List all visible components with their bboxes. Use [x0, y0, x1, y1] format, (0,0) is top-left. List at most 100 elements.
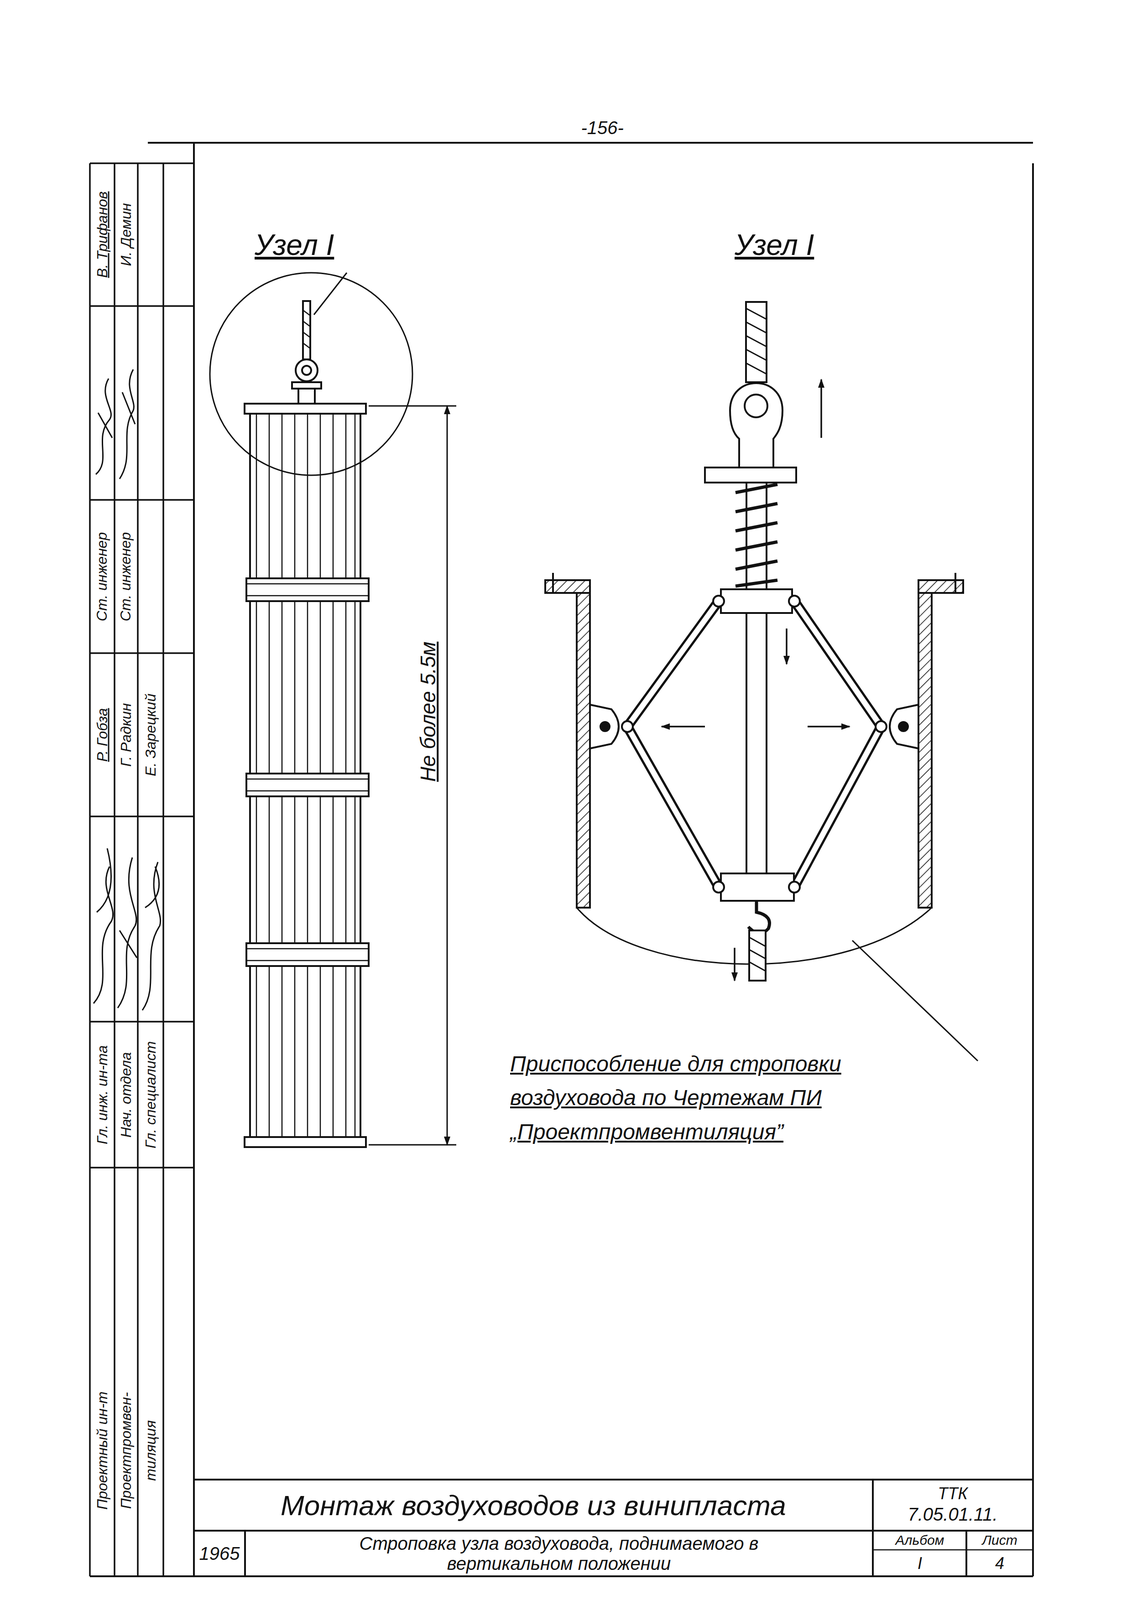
detail-title: Узел I	[734, 228, 814, 263]
lifting-device	[730, 383, 783, 468]
dimension-line	[368, 406, 457, 1146]
document-code: ТТК	[938, 1484, 968, 1504]
title-block	[244, 1531, 246, 1577]
duct-wall	[918, 593, 932, 908]
duct-assembly	[244, 403, 366, 414]
sheet-frame	[147, 141, 1033, 144]
side-stamp	[89, 305, 194, 308]
lifting-device	[745, 302, 767, 383]
lifting-device	[627, 726, 719, 888]
table-header: Лист	[982, 1533, 1018, 1550]
duct-assembly	[302, 310, 311, 349]
stamp-organization: Проектпромвен-	[117, 1392, 135, 1510]
stamp-position: Ст. инженер	[117, 532, 135, 622]
duct-assembly	[302, 365, 312, 376]
title-block	[193, 1479, 1033, 1482]
duct-assembly	[292, 382, 322, 389]
duct-wall	[545, 580, 590, 594]
lifting-device	[720, 873, 794, 902]
duct-assembly	[244, 301, 369, 1148]
leader-line	[852, 940, 978, 1062]
title-block	[193, 1480, 1033, 1577]
force-arrow	[820, 379, 823, 439]
force-arrow	[807, 725, 850, 728]
lifting-device	[744, 394, 768, 418]
signatures	[117, 857, 137, 1009]
lifting-device	[746, 482, 767, 874]
duct-assembly	[246, 778, 369, 781]
side-stamp	[89, 1021, 194, 1023]
stamp-position: Гл. инж. ин-та	[93, 1045, 111, 1145]
lifting-device	[749, 930, 766, 981]
side-stamp	[89, 163, 194, 1577]
document-code: 7.05.01.11.	[907, 1504, 998, 1526]
duct-assembly	[298, 387, 315, 404]
lifting-device	[889, 704, 919, 749]
title-block	[193, 1530, 1033, 1533]
stamp-name: И. Демин	[117, 203, 135, 267]
lifting-device	[589, 704, 619, 749]
lifting-device	[627, 601, 882, 888]
title-block	[871, 1480, 874, 1577]
sheet-frame	[89, 1575, 1033, 1578]
side-stamp	[89, 162, 194, 165]
table-header: Альбом	[895, 1533, 945, 1550]
side-stamp	[89, 815, 194, 818]
lifting-device	[704, 467, 797, 483]
signatures	[93, 369, 161, 1011]
side-stamp	[89, 1167, 194, 1169]
lifting-device	[749, 937, 766, 972]
duct-assembly	[246, 578, 369, 602]
lifting-device	[713, 595, 725, 607]
callout-note: Приспособление для строповки воздуховода…	[510, 1047, 889, 1150]
duct-assembly	[246, 790, 369, 793]
title-block	[872, 1549, 1033, 1552]
duct-wall	[954, 573, 957, 594]
duct-assembly	[295, 359, 318, 382]
force-arrow	[785, 628, 788, 665]
drawing-title: Монтаж воздуховодов из винипласта	[280, 1489, 787, 1523]
force-arrow	[733, 948, 736, 981]
lifting-device	[875, 721, 887, 733]
lifting-device	[794, 601, 882, 727]
dimension-line	[368, 1144, 457, 1147]
duct-wall	[576, 593, 590, 908]
sheet-title: Строповка узла воздуховода, поднимаемого…	[317, 1533, 801, 1575]
title-block	[965, 1531, 968, 1577]
lifting-device	[794, 726, 882, 888]
signatures	[93, 848, 114, 1004]
year-cell: 1965	[199, 1543, 240, 1565]
dimension-text: Не более 5.5м	[416, 641, 441, 782]
duct-assembly	[246, 943, 369, 967]
duct-wall	[552, 573, 554, 594]
force-arrow	[661, 725, 705, 728]
stamp-name: Р. Гобза	[93, 708, 111, 762]
dimension-line	[446, 428, 449, 1123]
lifting-device	[794, 726, 882, 888]
side-stamp	[113, 163, 116, 1577]
sheet-frame	[89, 142, 1033, 1577]
side-stamp	[89, 499, 194, 501]
duct-assembly	[246, 960, 369, 962]
dimension-line	[446, 1122, 449, 1146]
stamp-name: Г. Радкин	[117, 703, 135, 767]
lifting-device	[627, 726, 719, 888]
duct-assembly	[246, 583, 369, 585]
detail-circle	[209, 272, 413, 476]
stamp-position: Гл. специалист	[142, 1041, 160, 1149]
stamp-position: Нач. отдела	[117, 1052, 135, 1138]
sheet-frame	[193, 142, 195, 1577]
lifting-device	[794, 601, 882, 727]
stamp-name: Е. Зарецкий	[142, 693, 160, 777]
lifting-device	[713, 881, 725, 893]
table-cell: 4	[995, 1554, 1005, 1574]
lifting-device	[627, 601, 719, 727]
stamp-organization: тиляция	[141, 1420, 159, 1482]
lifting-device	[720, 589, 793, 614]
signatures	[95, 378, 113, 475]
dimension-line	[446, 406, 449, 429]
side-stamp	[162, 163, 165, 1577]
duct-assembly	[246, 595, 369, 597]
